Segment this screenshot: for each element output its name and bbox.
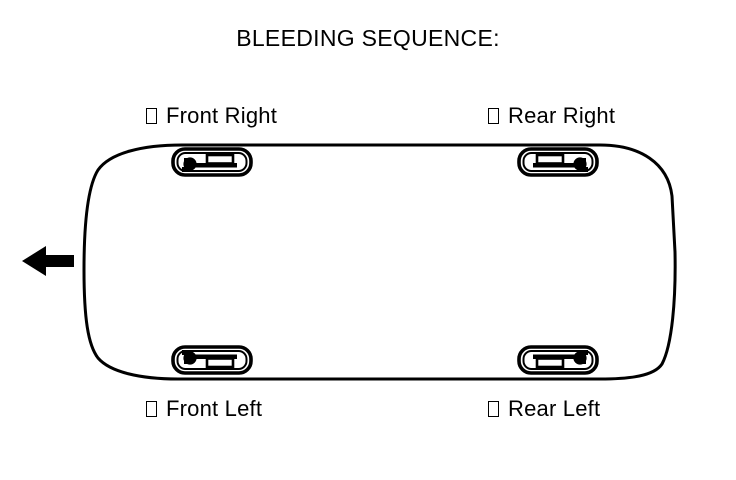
wheel-label-front-left-text: Front Left [166, 396, 263, 421]
wheel-label-front-right-text: Front Right [166, 103, 278, 128]
page-title: BLEEDING SEQUENCE: [236, 25, 500, 51]
caliper-rear-right[interactable] [517, 147, 599, 177]
checkbox-marker-front-right[interactable] [146, 108, 157, 124]
checkbox-marker-rear-left[interactable] [488, 401, 499, 417]
checkbox-marker-front-left[interactable] [146, 401, 157, 417]
wheel-label-rear-right: Rear Right [488, 103, 615, 129]
caliper-front-left[interactable] [171, 345, 253, 375]
caliper-rear-left[interactable] [517, 345, 599, 375]
wheel-label-front-left: Front Left [146, 396, 262, 422]
vehicle-outline-icon [82, 143, 677, 381]
caliper-front-right[interactable] [171, 147, 253, 177]
wheel-label-front-right: Front Right [146, 103, 277, 129]
checkbox-marker-rear-right[interactable] [488, 108, 499, 124]
wheel-label-rear-left: Rear Left [488, 396, 600, 422]
wheel-label-rear-right-text: Rear Right [508, 103, 616, 128]
arrow-left-icon [22, 246, 74, 276]
wheel-label-rear-left-text: Rear Left [508, 396, 601, 421]
